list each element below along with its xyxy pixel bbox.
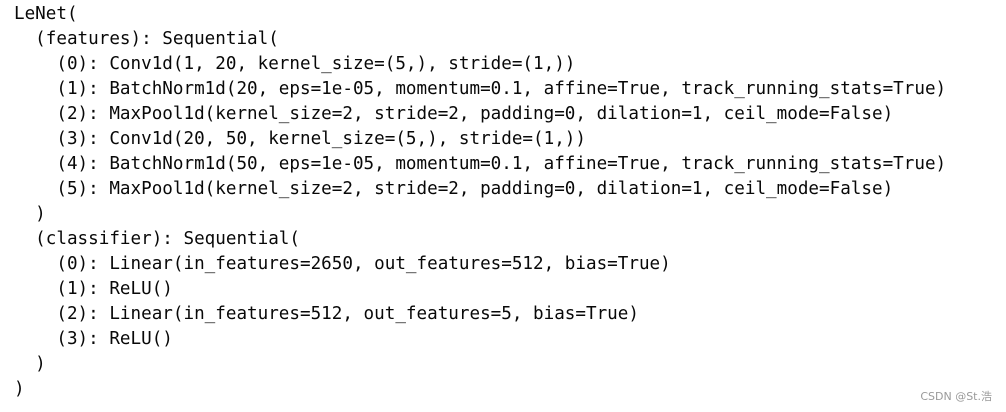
output-line: (0): Conv1d(1, 20, kernel_size=(5,), str… (14, 54, 576, 74)
model-summary-output: LeNet( (features): Sequential( (0): Conv… (14, 2, 946, 402)
output-line: ) (14, 379, 25, 399)
output-line: (features): Sequential( (14, 29, 279, 49)
output-line: LeNet( (14, 4, 78, 24)
output-line: (4): BatchNorm1d(50, eps=1e-05, momentum… (14, 154, 947, 174)
output-line: (classifier): Sequential( (14, 229, 300, 249)
output-line: (3): ReLU() (14, 329, 173, 349)
watermark: CSDN @St.浩 (920, 390, 992, 403)
output-line: (2): MaxPool1d(kernel_size=2, stride=2, … (14, 104, 894, 124)
output-line: (5): MaxPool1d(kernel_size=2, stride=2, … (14, 179, 894, 199)
output-line: (1): BatchNorm1d(20, eps=1e-05, momentum… (14, 79, 947, 99)
output-line: (1): ReLU() (14, 279, 173, 299)
output-line: (3): Conv1d(20, 50, kernel_size=(5,), st… (14, 129, 586, 149)
output-line: (2): Linear(in_features=512, out_feature… (14, 304, 639, 324)
output-line: ) (14, 204, 46, 224)
output-line: (0): Linear(in_features=2650, out_featur… (14, 254, 671, 274)
output-line: ) (14, 354, 46, 374)
